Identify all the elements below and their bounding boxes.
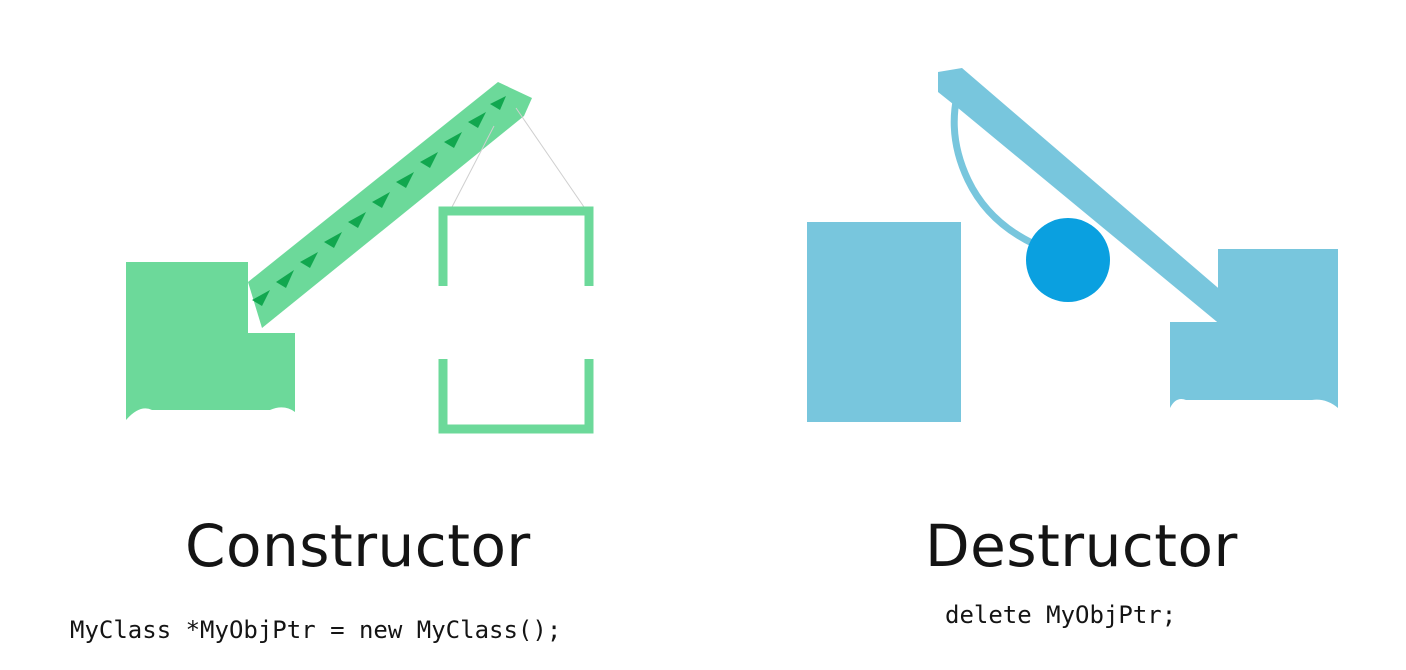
crane-boom-truss (252, 96, 506, 306)
destructor-title: Destructor (925, 512, 1238, 580)
wrecking-ball (1026, 218, 1110, 302)
crane-cable-right (515, 107, 585, 208)
construction-crane-icon (126, 82, 594, 434)
box-under-construction (438, 206, 594, 434)
constructor-title: Constructor (185, 512, 531, 580)
crane-cable-left (451, 125, 495, 208)
crane-body (126, 262, 295, 420)
wrecking-chain (950, 92, 1038, 248)
crane-boom (248, 82, 532, 328)
constructor-code: MyClass *MyObjPtr = new MyClass(); (70, 616, 562, 644)
building-block (807, 222, 961, 422)
demolition-crane-boom (938, 68, 1238, 326)
demolition-crane-body (1170, 249, 1338, 408)
wrecking-ball-crane-icon (807, 68, 1338, 422)
destructor-code: delete MyObjPtr; (945, 601, 1177, 629)
